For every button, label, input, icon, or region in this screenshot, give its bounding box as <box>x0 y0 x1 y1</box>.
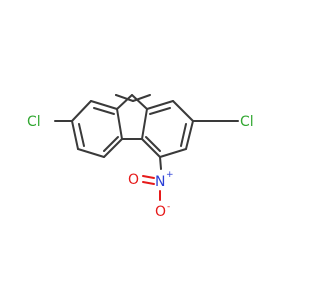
bond-ch2-left <box>115 94 134 102</box>
bond-l5-double <box>103 136 119 152</box>
atom-cl-left: Cl <box>27 114 41 130</box>
bond-ch2-right <box>132 94 151 102</box>
bond-r2 <box>172 100 194 122</box>
bond-r1-double <box>149 107 171 115</box>
bond-l2 <box>71 100 92 122</box>
o-charge: - <box>167 202 170 212</box>
bond-l1-double <box>93 107 115 115</box>
n-charge: + <box>166 170 174 180</box>
bond-l5 <box>103 138 123 158</box>
atom-nitrogen: N <box>155 174 165 190</box>
bond-l3-double <box>78 123 85 147</box>
bond-c9a-c4b <box>116 108 123 140</box>
bond-r5-double <box>145 136 161 152</box>
bond-l4 <box>77 148 105 158</box>
bond-c9-c8a <box>131 94 148 110</box>
bond-l3 <box>71 120 79 150</box>
bond-n-o-left-b <box>142 181 155 185</box>
atom-oxygen-left: O <box>128 172 139 188</box>
bond-r1 <box>146 100 174 110</box>
bond-r4 <box>159 148 187 158</box>
bond-c9-c9a <box>116 94 133 110</box>
molecule-diagram: Cl Cl N + O O - <box>27 94 254 220</box>
bond-r5 <box>141 138 161 158</box>
bond-r3-double <box>180 123 187 147</box>
bond-c-n <box>159 156 162 170</box>
bond-n-o-left-a <box>142 175 155 179</box>
atom-oxygen-bottom: O <box>155 204 166 220</box>
bond-r3 <box>185 120 194 150</box>
bond-c8a-c4a <box>141 108 148 140</box>
bond-l1 <box>90 100 118 110</box>
atom-cl-right: Cl <box>240 114 254 130</box>
